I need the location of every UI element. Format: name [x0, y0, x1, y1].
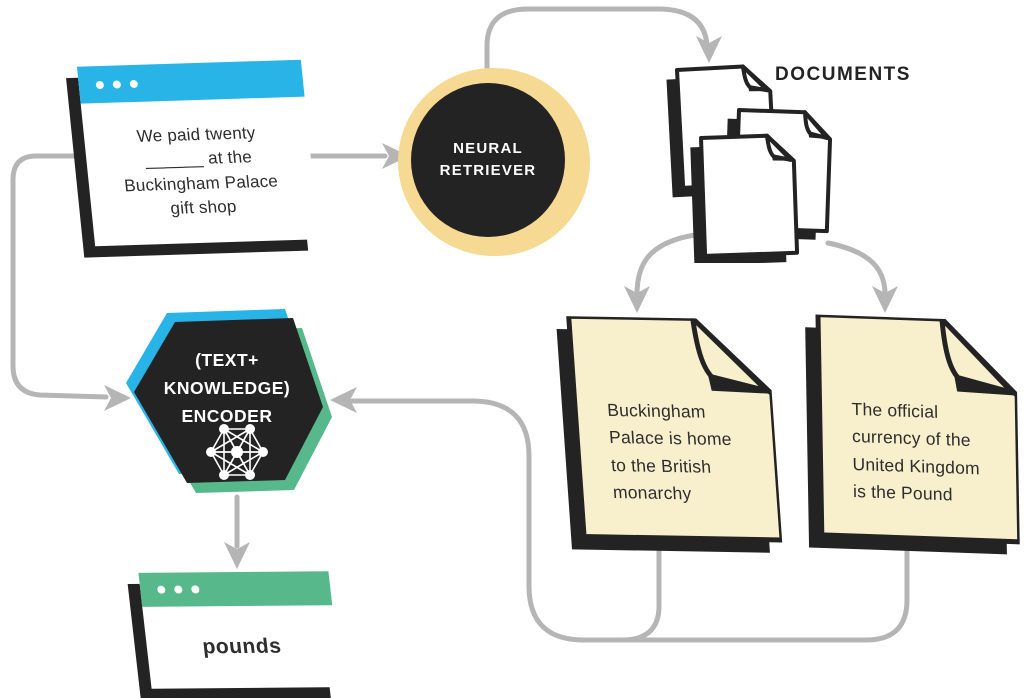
query-line: Buckingham Palace: [123, 171, 279, 195]
line-left-evidence-join: [619, 543, 662, 643]
retriever-circle: NEURAL RETRIEVER: [411, 83, 565, 237]
evidence-text: The official currency of the United King…: [851, 396, 980, 510]
neural-retriever-node: NEURAL RETRIEVER: [385, 55, 603, 269]
retriever-label-line: RETRIEVER: [439, 162, 537, 179]
document-icon: [556, 315, 784, 553]
query-window: We paid twenty ______ at the Buckingham …: [66, 59, 320, 258]
encoder-label-line: KNOWLEDGE): [163, 378, 291, 398]
window-dots-icon: [95, 79, 147, 89]
evidence-line: monarchy: [612, 481, 693, 504]
evidence-doc-buckingham: Buckingham Palace is home to the British…: [555, 315, 784, 558]
query-text: We paid twenty ______ at the Buckingham …: [81, 97, 319, 247]
arrow-documents-to-right-evidence-head: [872, 286, 898, 313]
documents-stack: [645, 58, 855, 263]
line-right-evidence-join: [863, 544, 910, 643]
answer-window-titlebar: [138, 571, 333, 607]
encoder-hexagon: [126, 309, 332, 493]
arrow-retriever-to-documents-line: [484, 6, 710, 103]
encoder-label-line: ENCODER: [181, 406, 273, 426]
evidence-line: Palace is home: [608, 427, 733, 450]
arrow-documents-to-left-evidence-head: [624, 286, 650, 313]
evidence-line: Buckingham: [606, 399, 707, 422]
answer-text: pounds: [201, 634, 283, 659]
retriever-label-line: NEURAL: [453, 139, 523, 157]
evidence-line: is the Pound: [852, 480, 953, 505]
query-line: ______ at the: [144, 147, 253, 171]
documents-label: DOCUMENTS: [775, 64, 911, 85]
arrow-query-to-encoder-line: [10, 153, 153, 400]
knowledge-graph-icon: [206, 424, 268, 480]
arrow-query-to-encoder-head: [104, 385, 131, 411]
arrow-documents-to-right-evidence-line: [825, 240, 888, 295]
encoder-label: (TEXT+ KNOWLEDGE) ENCODER: [118, 346, 336, 430]
evidence-line: United Kingdom: [852, 453, 980, 478]
window-dots-icon: [156, 585, 209, 594]
arrow-evidence-to-encoder-head: [330, 387, 357, 413]
answer-window: pounds: [127, 571, 342, 698]
document-icon: [805, 314, 1021, 555]
arrow-evidence-to-encoder-line: [349, 398, 869, 643]
evidence-text: Buckingham Palace is home to the British…: [606, 397, 736, 508]
text-knowledge-encoder-node: (TEXT+ KNOWLEDGE) ENCODER: [118, 290, 358, 510]
arrow-retriever-to-documents-head: [696, 36, 722, 63]
evidence-line: to the British: [610, 454, 712, 477]
evidence-doc-currency: The official currency of the United King…: [804, 314, 1021, 560]
arrow-query-to-retriever-head: [382, 143, 409, 169]
evidence-line: currency of the: [851, 426, 971, 451]
document-icon: [690, 135, 797, 263]
query-line: gift shop: [169, 196, 238, 218]
arrow-documents-to-left-evidence-line: [634, 232, 698, 295]
encoder-label-line: (TEXT+: [195, 350, 259, 370]
arrow-encoder-to-answer-head: [224, 542, 250, 569]
